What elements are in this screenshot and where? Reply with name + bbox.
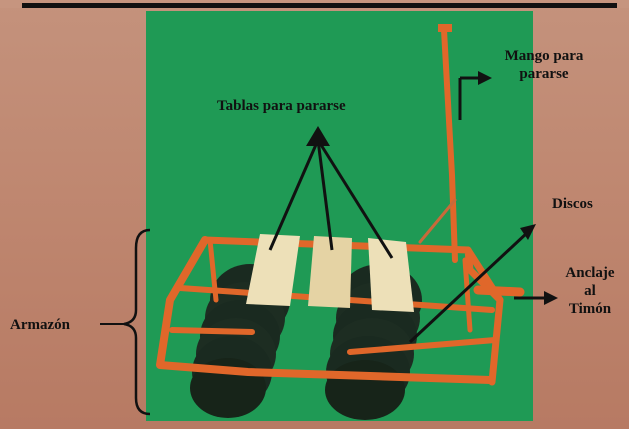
annotation-arrows: [268, 71, 558, 344]
label-discos: Discos: [552, 196, 593, 212]
label-anclaje-al-timon: Anclaje al Timón: [565, 265, 615, 317]
armazon-brace: [123, 228, 151, 416]
standing-handle: [418, 24, 458, 263]
standing-boards: [246, 234, 414, 312]
label-armazon: Armazón: [10, 317, 70, 333]
label-mango-para-pararse: Mango para pararse: [504, 48, 584, 82]
harrow-frame: [156, 236, 525, 386]
label-tablas-para-pararse: Tablas para pararse: [217, 98, 346, 114]
top-rule: [22, 3, 617, 8]
